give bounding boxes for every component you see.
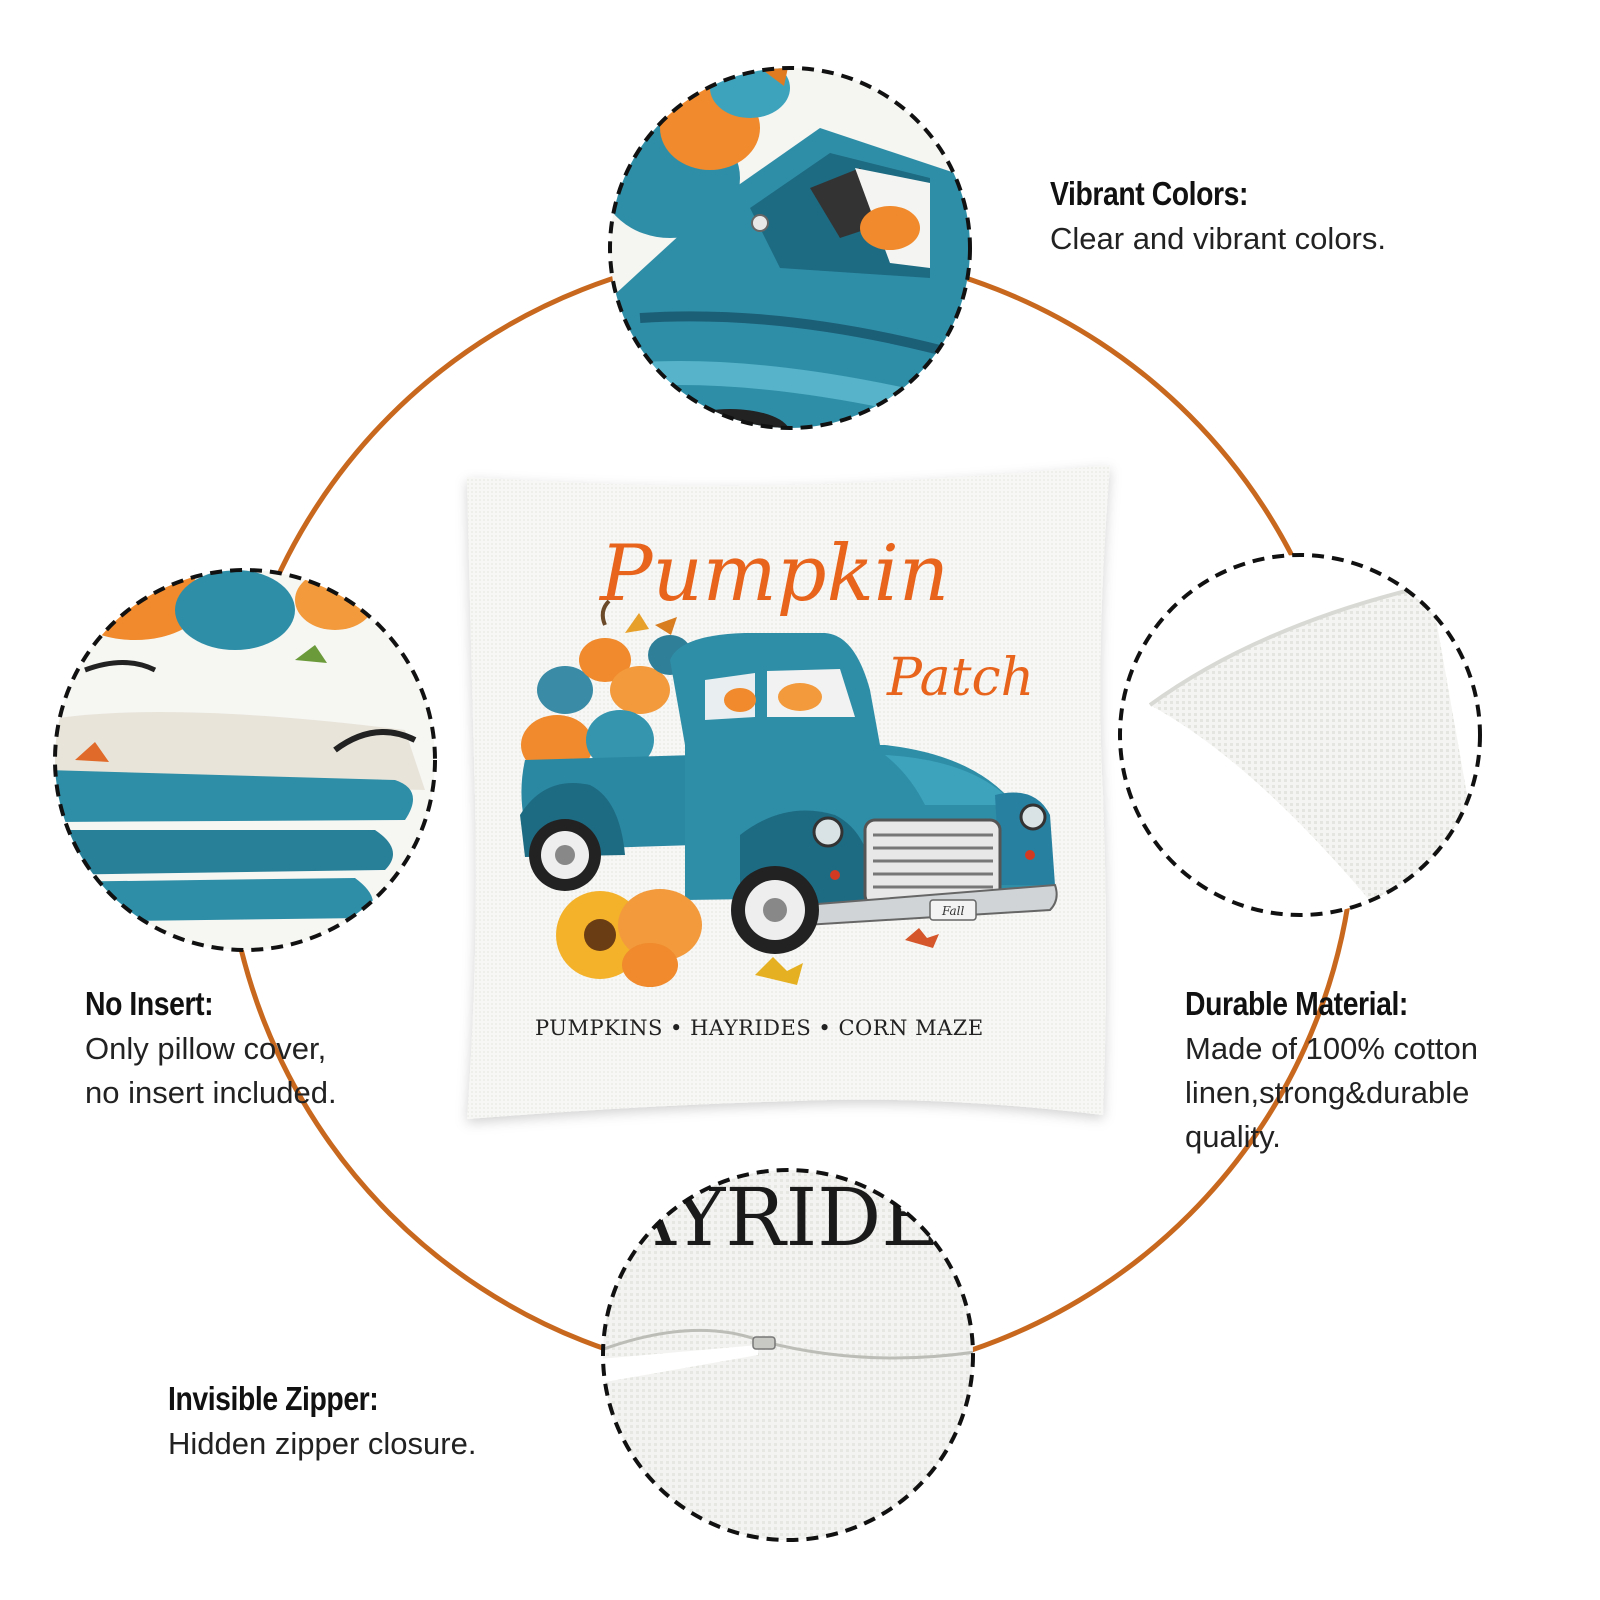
durable-material-callout: Durable Material: Made of 100% cotton li… — [1185, 985, 1478, 1159]
pillow-title-line1: Pumpkin — [598, 529, 949, 619]
vibrant-colors-title: Vibrant Colors: — [1050, 175, 1249, 212]
blue-truck: Fall — [520, 633, 1058, 954]
zipper-closeup-image: AYRIDE — [601, 1168, 975, 1542]
pillow-cover: Pumpkin Patch — [467, 465, 1110, 1119]
vibrant-colors-callout: Vibrant Colors: Clear and vibrant colors… — [1050, 175, 1386, 261]
no-insert-desc-line1: Only pillow cover, — [85, 1031, 327, 1066]
no-insert-title: No Insert: — [85, 985, 214, 1022]
invisible-zipper-title: Invisible Zipper: — [168, 1380, 379, 1417]
no-insert-desc-line2: no insert included. — [85, 1075, 337, 1110]
license-plate-text: Fall — [941, 904, 965, 918]
truck-closeup-image — [608, 66, 972, 430]
no-insert-callout: No Insert: Only pillow cover, no insert … — [85, 985, 337, 1115]
durable-material-desc-line3: quality. — [1185, 1119, 1281, 1154]
durable-material-desc-line1: Made of 100% cotton — [1185, 1031, 1478, 1066]
pillow-subtitle: PUMPKINS • HAYRIDES • CORN MAZE — [535, 1016, 984, 1040]
invisible-zipper-callout: Invisible Zipper: Hidden zipper closure. — [168, 1380, 476, 1466]
durable-material-title: Durable Material: — [1185, 985, 1408, 1022]
folded-cover-image — [53, 568, 437, 952]
invisible-zipper-desc: Hidden zipper closure. — [168, 1426, 477, 1461]
sunflower-pumpkins — [556, 889, 939, 987]
zoom-text: AYRIDE — [617, 1171, 940, 1264]
vibrant-colors-desc: Clear and vibrant colors. — [1050, 221, 1386, 256]
pillow-title-line2: Patch — [886, 648, 1034, 708]
corner-fabric-image — [1118, 553, 1482, 917]
durable-material-desc-line2: linen,strong&durable — [1185, 1075, 1470, 1110]
pumpkin-pile — [521, 599, 692, 775]
